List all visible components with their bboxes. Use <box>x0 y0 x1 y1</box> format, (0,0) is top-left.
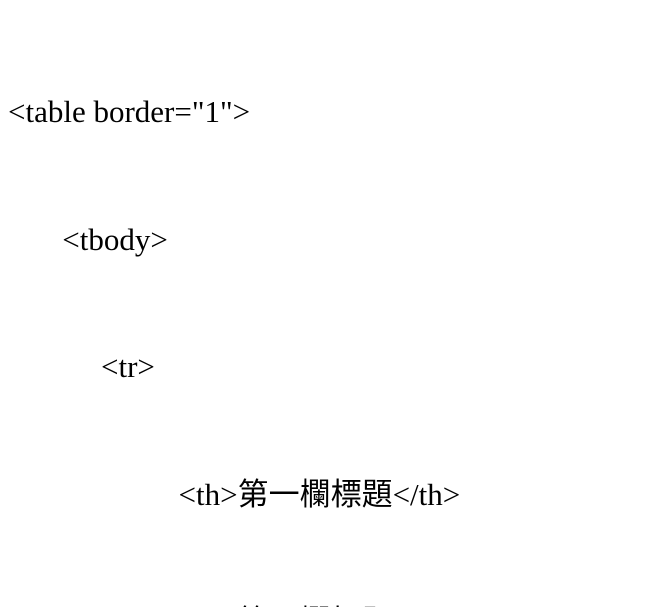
code-line-th-1: <th>第一欄標題</th> <box>8 476 461 512</box>
code-line-tr-open-1: <tr> <box>8 349 155 384</box>
html-code-block: <table border="1"> <tbody> <tr> <th>第一欄標… <box>8 6 646 607</box>
code-line-table-open: <table border="1"> <box>8 94 251 129</box>
code-line-th-2: <th>第二欄標題</th> <box>8 601 646 607</box>
code-line-tbody-open: <tbody> <box>8 221 168 257</box>
